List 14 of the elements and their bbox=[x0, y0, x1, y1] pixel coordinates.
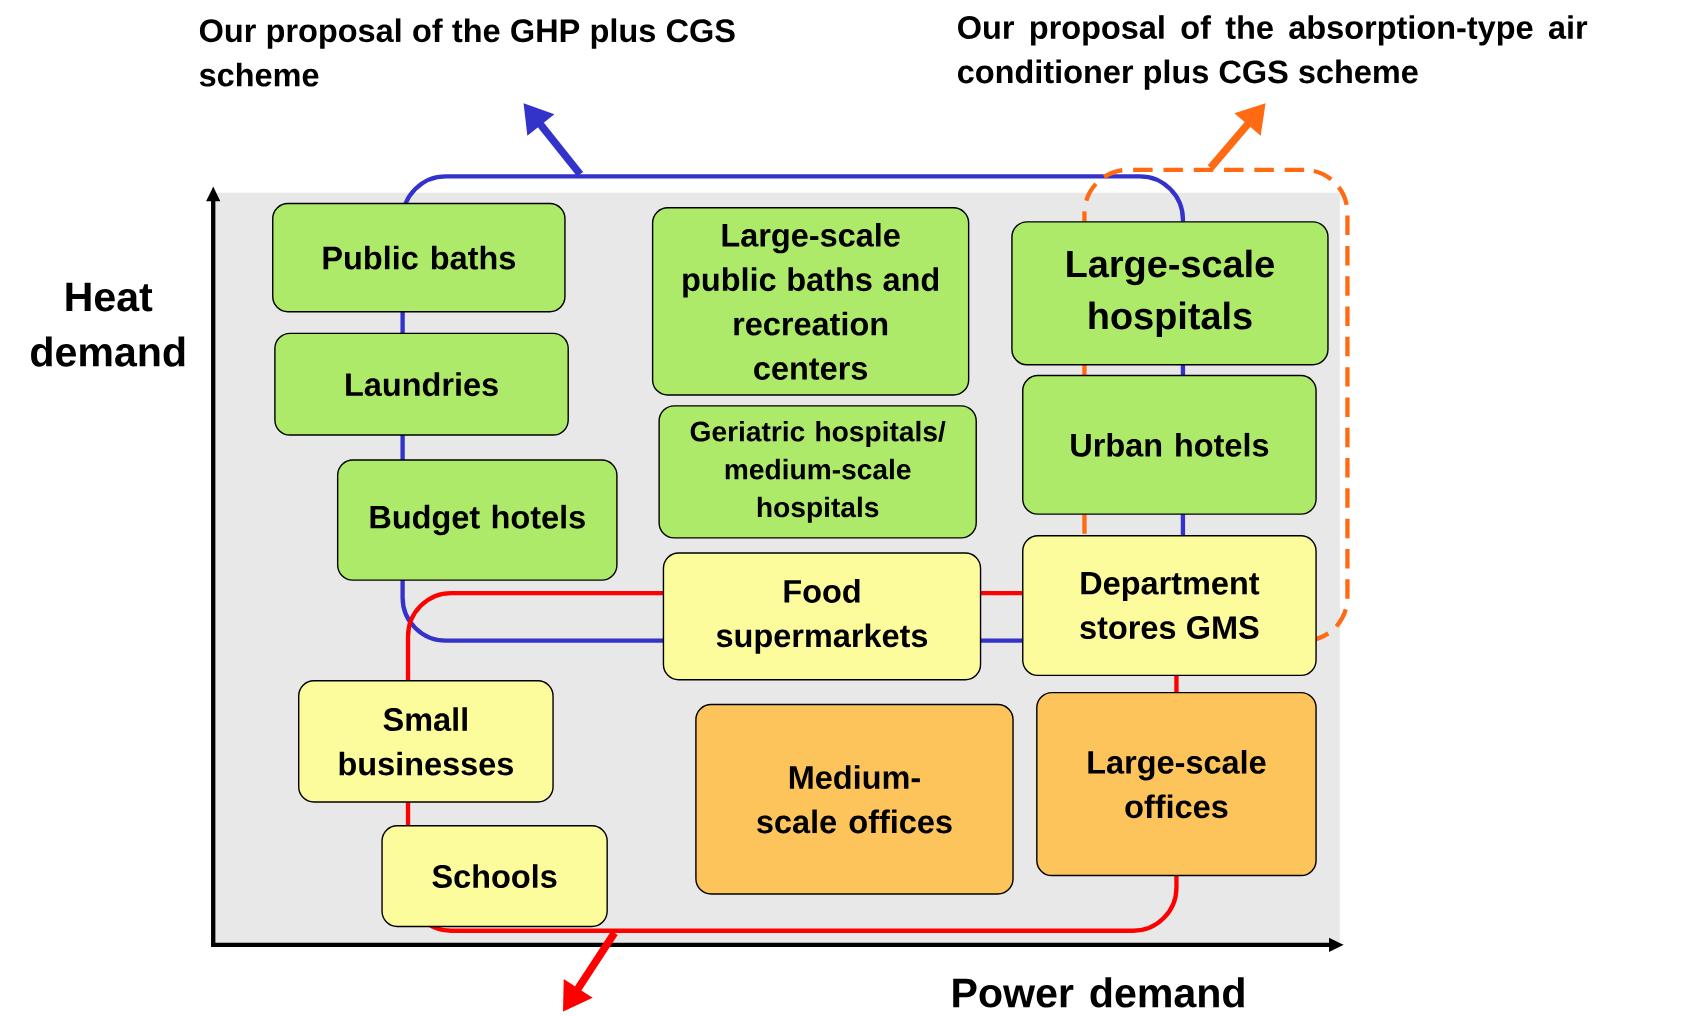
category-box: Department stores GMS bbox=[1022, 534, 1317, 676]
category-box: Large-scale hospitals bbox=[1011, 221, 1329, 366]
category-box: Public baths bbox=[272, 202, 566, 313]
category-box: Schools bbox=[381, 824, 608, 927]
category-box: Budget hotels bbox=[336, 459, 618, 581]
axis-title: Heat demand bbox=[31, 282, 185, 367]
category-box: Laundries bbox=[274, 332, 569, 436]
axis-title: Power demand bbox=[953, 977, 1244, 1008]
proposal-title: Our proposal of the GHP plus CGS scheme bbox=[199, 18, 735, 87]
proposal-title: Our proposal of the absorption-type air conditioner plus CGS scheme bbox=[958, 15, 1588, 90]
category-box: Food supermarkets bbox=[662, 552, 982, 681]
category-box: Small businesses bbox=[298, 679, 554, 803]
category-box: Large-scale offices bbox=[1036, 691, 1317, 877]
category-box: Urban hotels bbox=[1022, 374, 1317, 515]
